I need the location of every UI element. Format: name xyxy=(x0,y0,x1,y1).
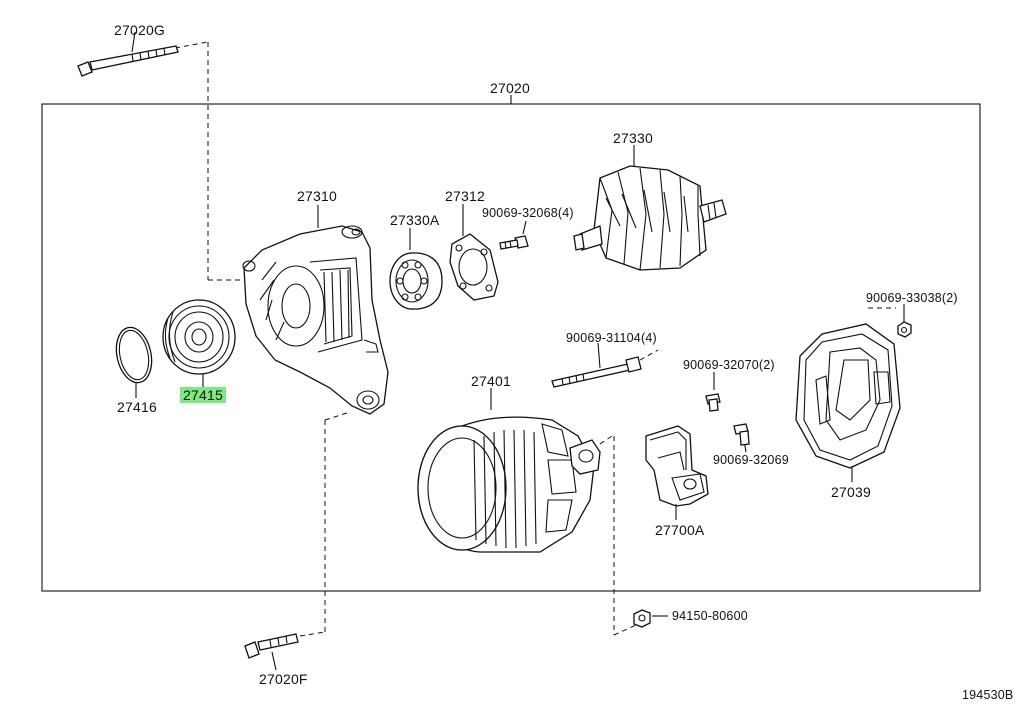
label-27401: 27401 xyxy=(471,373,511,389)
bolt-90069-31104[interactable] xyxy=(551,342,659,388)
screw-90069-32069[interactable] xyxy=(733,423,750,453)
label-90069-32068: 90069-32068(4) xyxy=(482,206,574,220)
plate-27312[interactable] xyxy=(449,204,499,301)
label-27310: 27310 xyxy=(297,188,337,204)
nut-94150-80600[interactable] xyxy=(633,609,668,628)
pulley-27415[interactable] xyxy=(162,299,236,388)
label-90069-33038: 90069-33038(2) xyxy=(866,291,958,305)
guide-27020F-head xyxy=(299,631,326,637)
bolt-27020G[interactable] xyxy=(77,31,242,281)
screw-90069-32068[interactable] xyxy=(499,220,529,250)
label-90069-32070: 90069-32070(2) xyxy=(683,358,775,372)
label-27039: 27039 xyxy=(831,484,871,500)
label-27330A: 27330A xyxy=(390,212,440,228)
label-90069-31104: 90069-31104(4) xyxy=(566,331,657,345)
label-90069-32069: 90069-32069 xyxy=(713,453,789,467)
label-27020: 27020 xyxy=(490,80,530,96)
ring-27416[interactable] xyxy=(112,324,157,398)
regulator-27700A[interactable] xyxy=(645,425,709,520)
frame-27310[interactable] xyxy=(242,205,389,415)
rotor-27330[interactable] xyxy=(573,145,727,271)
diagram-reference-code: 194530B xyxy=(962,688,1014,702)
cover-27039[interactable] xyxy=(795,323,901,482)
label-27020G: 27020G xyxy=(114,22,166,38)
label-27312: 27312 xyxy=(445,188,485,204)
guide-27310-link xyxy=(324,411,351,421)
label-27020F: 27020F xyxy=(259,671,308,687)
bearing-27330A[interactable] xyxy=(389,228,443,310)
label-94150-80600: 94150-80600 xyxy=(672,609,748,623)
bolt-27020F[interactable] xyxy=(244,633,299,671)
label-27330: 27330 xyxy=(613,130,653,146)
guide-94150-link xyxy=(613,624,637,636)
stator-27401[interactable] xyxy=(417,388,613,553)
label-27415-highlighted[interactable]: 27415 xyxy=(180,387,226,403)
nut-90069-33038[interactable] xyxy=(868,304,912,338)
screw-90069-32070[interactable] xyxy=(705,372,721,412)
label-27416: 27416 xyxy=(117,399,157,415)
label-27700A: 27700A xyxy=(655,522,705,538)
